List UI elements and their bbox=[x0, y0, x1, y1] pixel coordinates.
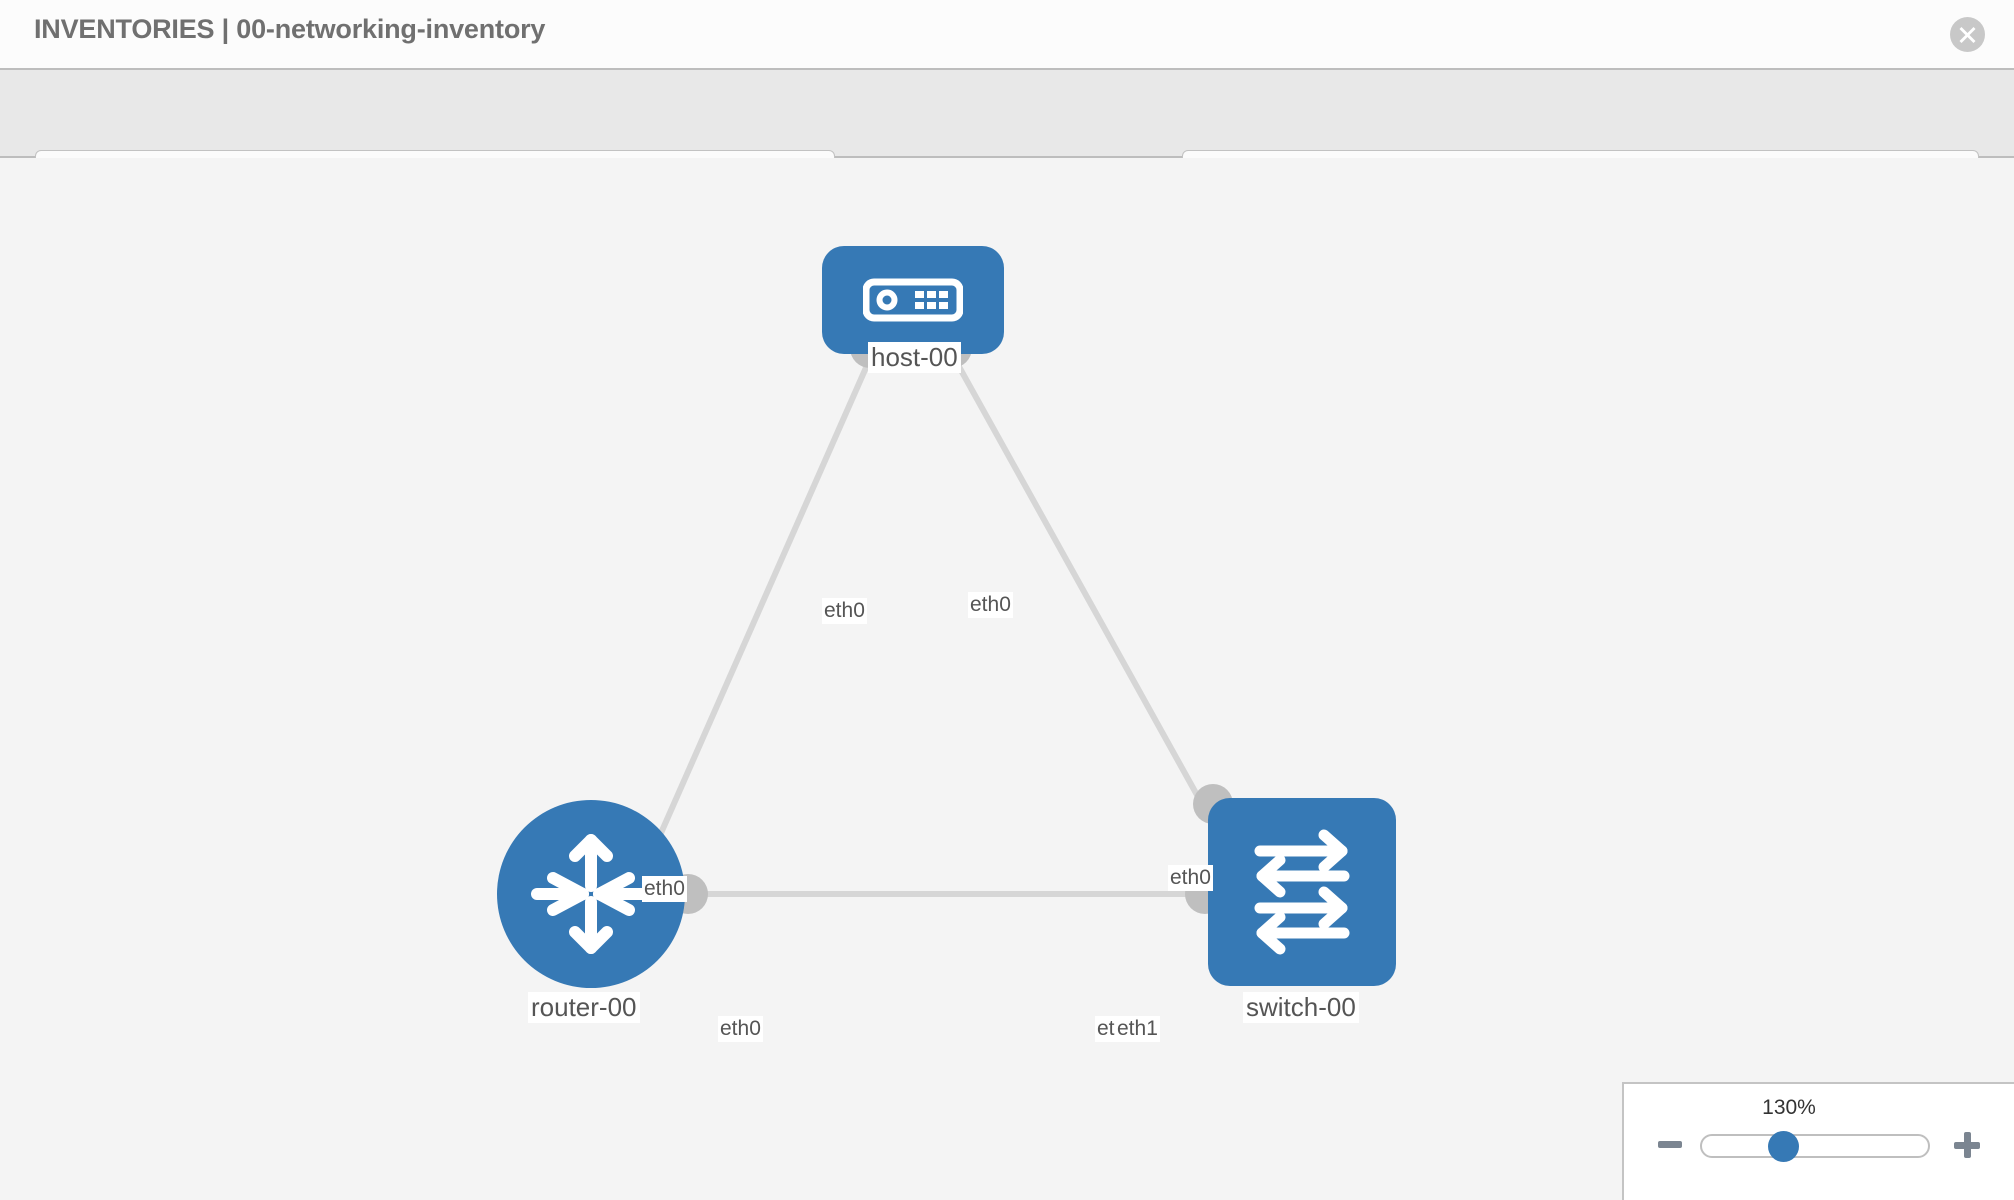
page-header: INVENTORIES | 00-networking-inventory bbox=[0, 0, 2014, 68]
bidirectional-arrows-icon bbox=[1254, 829, 1350, 955]
zoom-slider-thumb[interactable] bbox=[1768, 1131, 1799, 1162]
host-00-label: host-00 bbox=[868, 342, 961, 373]
page-title: INVENTORIES | 00-networking-inventory bbox=[34, 14, 546, 44]
topology-canvas[interactable]: host-00 router-00 bbox=[0, 158, 2014, 1200]
server-appliance-icon bbox=[863, 278, 963, 322]
switch-00-shape[interactable] bbox=[1208, 798, 1396, 986]
zoom-slider-track[interactable] bbox=[1700, 1134, 1930, 1158]
iface-label-host-left: eth0 bbox=[822, 598, 867, 624]
close-icon[interactable] bbox=[1950, 17, 1985, 52]
iface-label-host-right: eth0 bbox=[968, 592, 1013, 618]
four-way-arrows-icon bbox=[531, 834, 651, 954]
iface-label-switch-eth1: eth1 bbox=[1115, 1016, 1160, 1042]
switch-00-label: switch-00 bbox=[1243, 992, 1359, 1023]
zoom-level-label: 130% bbox=[1762, 1096, 1816, 1119]
router-00-label: router-00 bbox=[528, 992, 640, 1023]
zoom-in-button[interactable] bbox=[1954, 1132, 1980, 1158]
iface-label-router-right: eth0 bbox=[718, 1016, 763, 1042]
zoom-control-panel: 130% bbox=[1622, 1082, 2014, 1200]
iface-label-switch-up: eth0 bbox=[1168, 865, 1213, 891]
topology-links bbox=[647, 352, 1235, 897]
host-00-shape[interactable] bbox=[822, 246, 1004, 354]
iface-label-router-up: eth0 bbox=[642, 876, 687, 902]
zoom-out-button[interactable] bbox=[1658, 1141, 1682, 1148]
toolbar: ACTIONS SEARCH bbox=[0, 68, 2014, 202]
